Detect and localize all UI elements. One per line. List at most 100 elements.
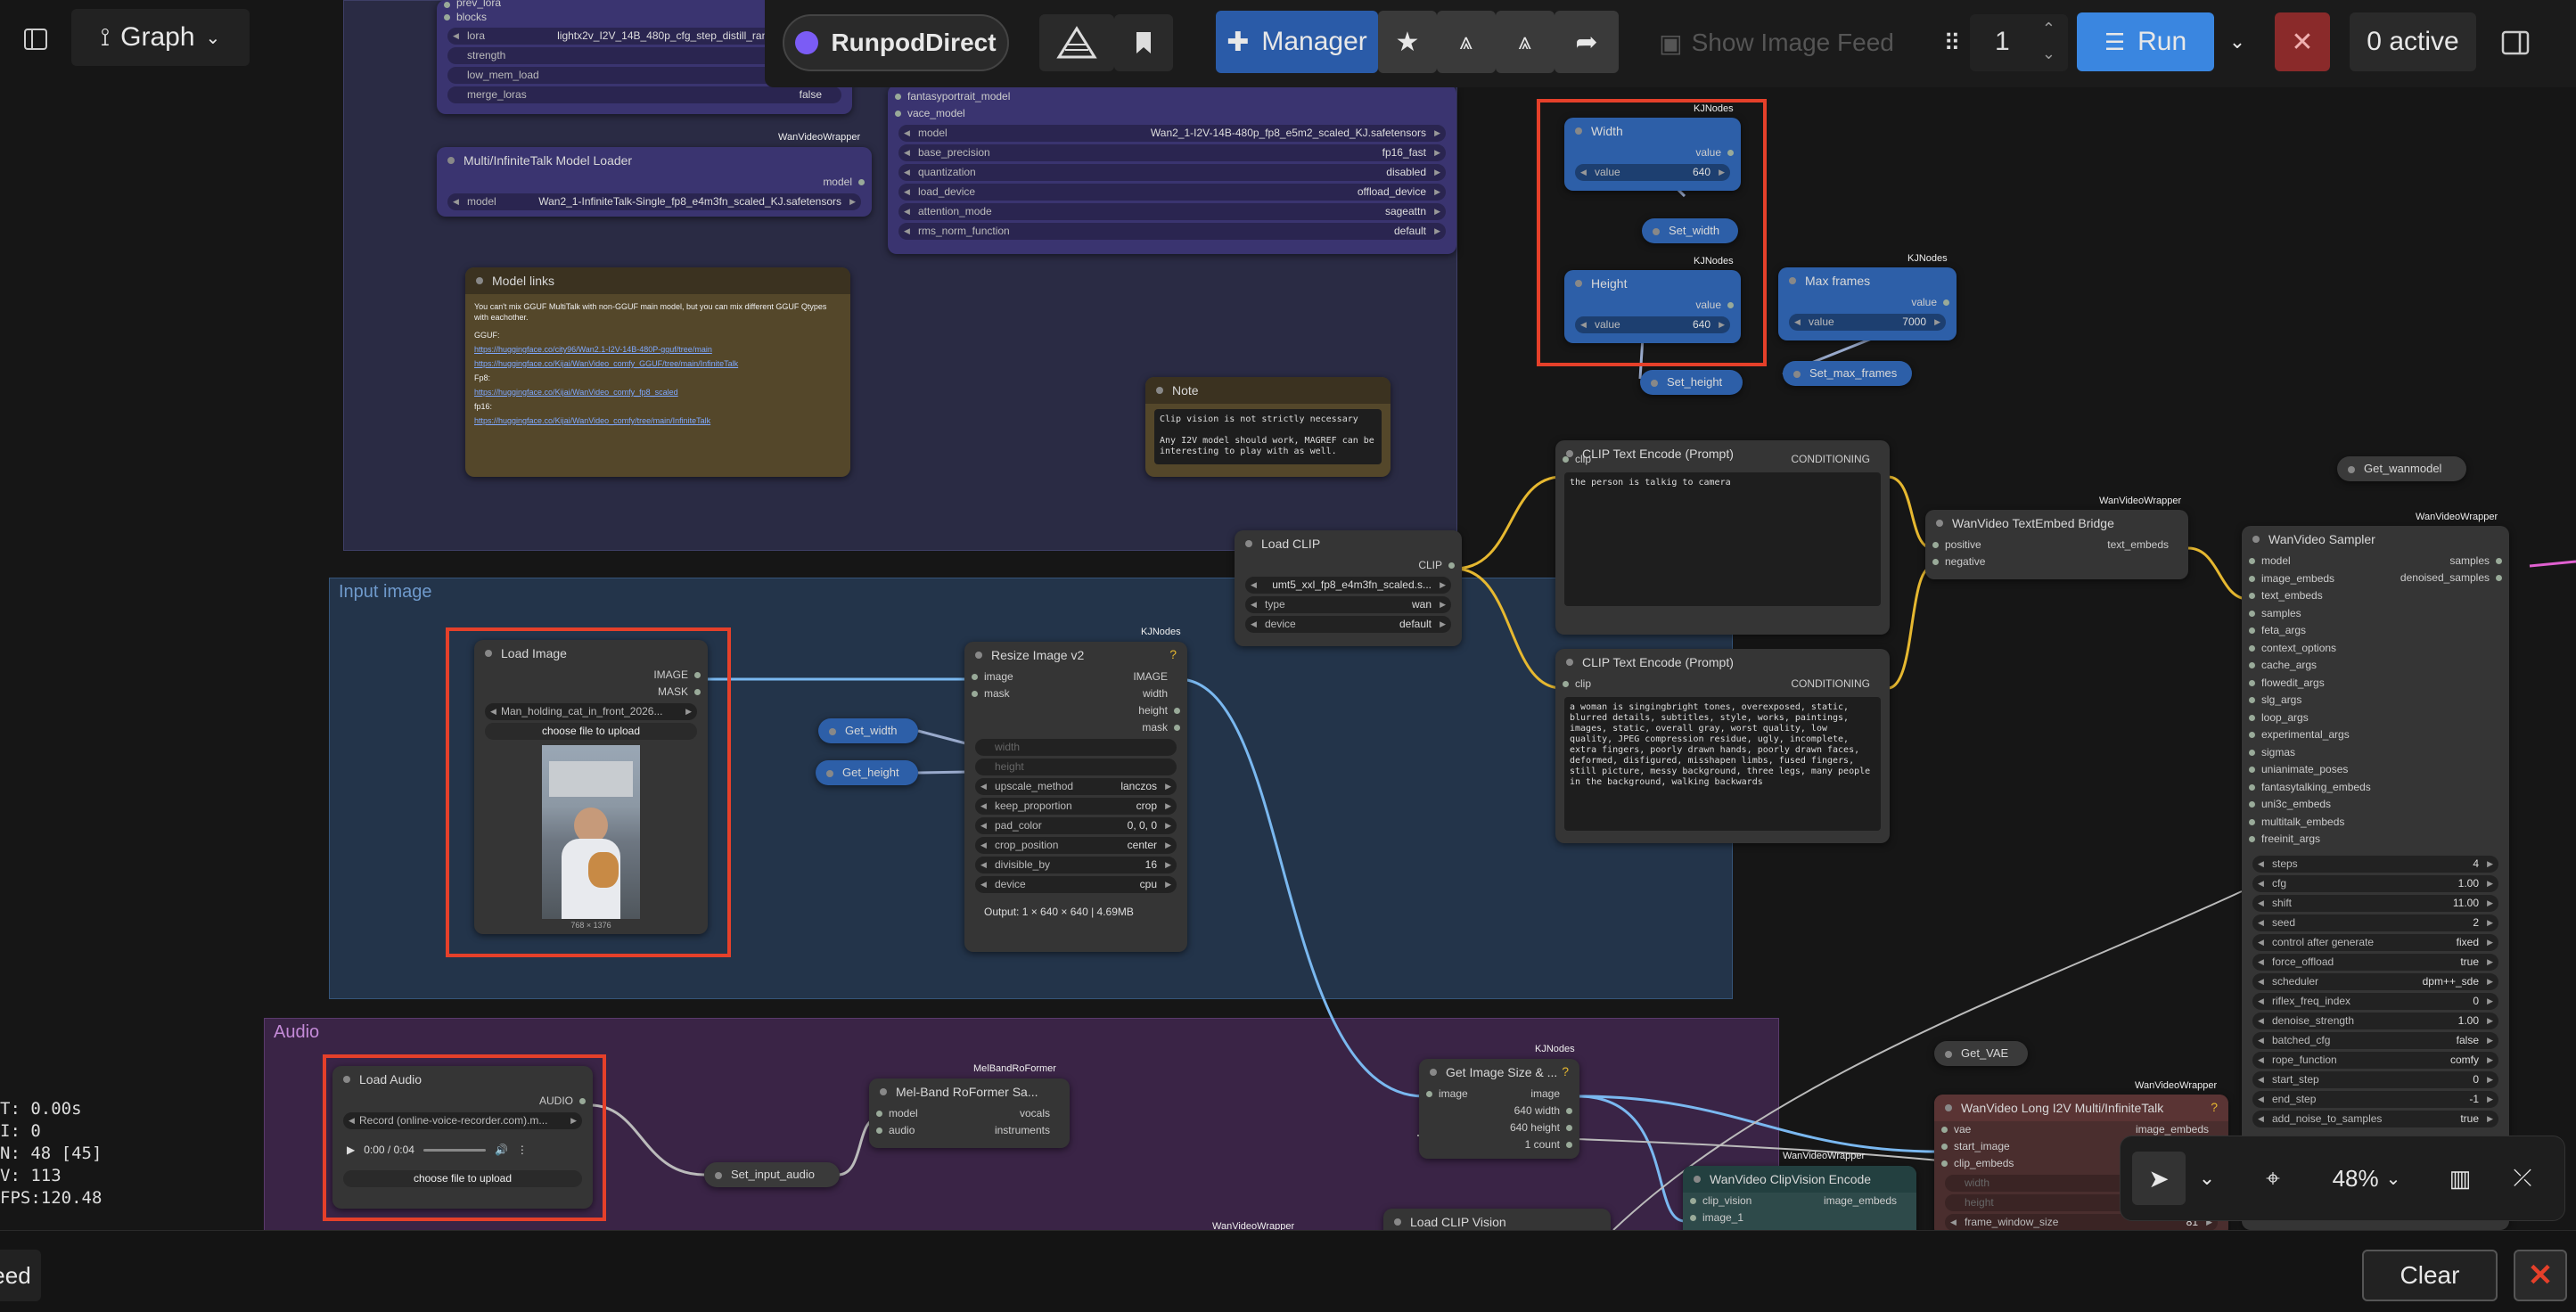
sampler-input-context-options[interactable]: context_options: [2242, 640, 2509, 658]
sampler-input-model[interactable]: model: [2242, 553, 2509, 570]
sampler-input-feta-args[interactable]: feta_args: [2242, 622, 2509, 640]
get-height-title[interactable]: Get_height: [816, 760, 918, 785]
melband-title[interactable]: Mel-Band RoFormer Sa...: [869, 1078, 1070, 1105]
clipspace-button[interactable]: ⩓: [1437, 11, 1496, 73]
comfy-logo-button[interactable]: [1039, 14, 1114, 71]
get-width-title[interactable]: Get_width: [818, 718, 918, 743]
resize-output-image[interactable]: IMAGE: [1133, 670, 1168, 683]
sampler-input-multitalk-embeds[interactable]: multitalk_embeds: [2242, 814, 2509, 832]
tool-options-button[interactable]: ⌄: [2191, 1152, 2223, 1205]
get-image-size-output-width[interactable]: 640 width: [1419, 1103, 1579, 1119]
clipvision-input-image-1[interactable]: image_1: [1683, 1210, 1916, 1226]
textembed-input-negative[interactable]: negative: [1925, 554, 2188, 570]
resize-output-height[interactable]: height: [964, 702, 1187, 719]
get-wanmodel-title[interactable]: Get_wanmodel: [2337, 456, 2466, 481]
load-clip-node[interactable]: Load CLIP CLIP umt5_xxl_fp8_e4m3fn_scale…: [1235, 530, 1462, 646]
input-blocks[interactable]: blocks: [437, 9, 852, 25]
model-loader-widget-model[interactable]: modelWan2_1-I2V-14B-480p_fp8_e5m2_scaled…: [898, 125, 1446, 142]
set-max-frames-title[interactable]: Set_max_frames: [1783, 361, 1912, 386]
height-title[interactable]: Height: [1564, 270, 1741, 297]
load-image-file-widget[interactable]: Man_holding_cat_in_front_2026...: [485, 703, 697, 720]
load-audio-file-widget[interactable]: Record (online-voice-recorder.com).m...: [343, 1112, 582, 1129]
resize-output-width[interactable]: width: [1142, 687, 1168, 700]
active-queue-button[interactable]: 0 active: [2350, 12, 2476, 71]
note-title[interactable]: Note: [1145, 377, 1391, 404]
sampler-input-flowedit-args[interactable]: flowedit_args: [2242, 675, 2509, 693]
right-panel-toggle-icon[interactable]: [2496, 23, 2535, 62]
get-vae-node[interactable]: Get_VAE: [1934, 1041, 2028, 1066]
load-clip-widget-clip-name[interactable]: umt5_xxl_fp8_e4m3fn_scaled.s...: [1245, 577, 1451, 594]
melband-output-instruments[interactable]: instruments: [994, 1124, 1050, 1136]
resize-height-input[interactable]: height: [975, 758, 1177, 775]
increment-icon[interactable]: ⌃: [2041, 20, 2055, 37]
model-links-node[interactable]: Model links You can't mix GGUF MultiTalk…: [465, 267, 850, 477]
load-image-upload-button[interactable]: choose file to upload: [485, 723, 697, 740]
load-audio-output-audio[interactable]: AUDIO: [332, 1093, 593, 1110]
note-text[interactable]: Clip vision is not strictly necessary An…: [1154, 409, 1382, 464]
load-image-title[interactable]: Load Image: [474, 640, 708, 667]
sampler-input-unianimate-poses[interactable]: unianimate_poses: [2242, 761, 2509, 779]
share-button[interactable]: ➦: [1555, 11, 1619, 73]
sampler-output-denoised[interactable]: denoised_samples: [2331, 570, 2509, 586]
get-image-size-output-image[interactable]: image: [1530, 1087, 1560, 1100]
longi2v-title[interactable]: WanVideo Long I2V Multi/InfiniteTalk: [1934, 1095, 2228, 1121]
note-node[interactable]: Note Clip vision is not strictly necessa…: [1145, 377, 1391, 477]
sampler-input-samples[interactable]: samples: [2242, 605, 2509, 623]
help-icon[interactable]: ?: [1562, 1064, 1569, 1078]
clip-negative-prompt[interactable]: a woman is singingbright tones, overexpo…: [1564, 697, 1881, 831]
get-image-size-output-height[interactable]: 640 height: [1419, 1119, 1579, 1136]
show-image-feed-button[interactable]: ▣ Show Image Feed: [1647, 14, 1906, 71]
set-height-title[interactable]: Set_height: [1640, 370, 1743, 395]
textembed-title[interactable]: WanVideo TextEmbed Bridge: [1925, 510, 2188, 537]
load-image-node[interactable]: Load Image IMAGE MASK Man_holding_cat_in…: [474, 640, 708, 934]
longi2v-input-start-image[interactable]: start_image: [1934, 1138, 2228, 1155]
sampler-input-uni3c-embeds[interactable]: uni3c_embeds: [2242, 796, 2509, 814]
model-loader-node[interactable]: fantasyportrait_model vace_model modelWa…: [888, 85, 1456, 254]
link-gguf-infinitetalk[interactable]: https://huggingface.co/Kijai/WanVideo_co…: [474, 359, 739, 368]
resize-output-mask[interactable]: mask: [964, 719, 1187, 736]
sampler-input-fantasytalking-embeds[interactable]: fantasytalking_embeds: [2242, 779, 2509, 797]
load-audio-title[interactable]: Load Audio: [332, 1066, 593, 1093]
fit-view-button[interactable]: ⌖: [2246, 1152, 2300, 1205]
sampler-widget-end-step[interactable]: end_step-1: [2252, 1090, 2498, 1108]
toggle-links-button[interactable]: ⤫: [2496, 1152, 2549, 1205]
load-clip-vision-title[interactable]: Load CLIP Vision: [1383, 1209, 1611, 1230]
audio-progress[interactable]: [422, 1148, 486, 1152]
model-links-title[interactable]: Model links: [465, 267, 850, 294]
longi2v-input-clip-embeds[interactable]: clip_embeds: [1934, 1155, 2228, 1172]
get-wanmodel-node[interactable]: Get_wanmodel: [2337, 456, 2466, 481]
melband-output-vocals[interactable]: vocals: [1019, 1107, 1050, 1119]
load-audio-node[interactable]: Load Audio AUDIO Record (online-voice-re…: [332, 1066, 593, 1209]
multitalk-model-widget[interactable]: modelWan2_1-InfiniteTalk-Single_fp8_e4m3…: [447, 193, 861, 210]
sampler-input-loop-args[interactable]: loop_args: [2242, 709, 2509, 727]
sidebar-toggle-icon[interactable]: [20, 23, 52, 55]
